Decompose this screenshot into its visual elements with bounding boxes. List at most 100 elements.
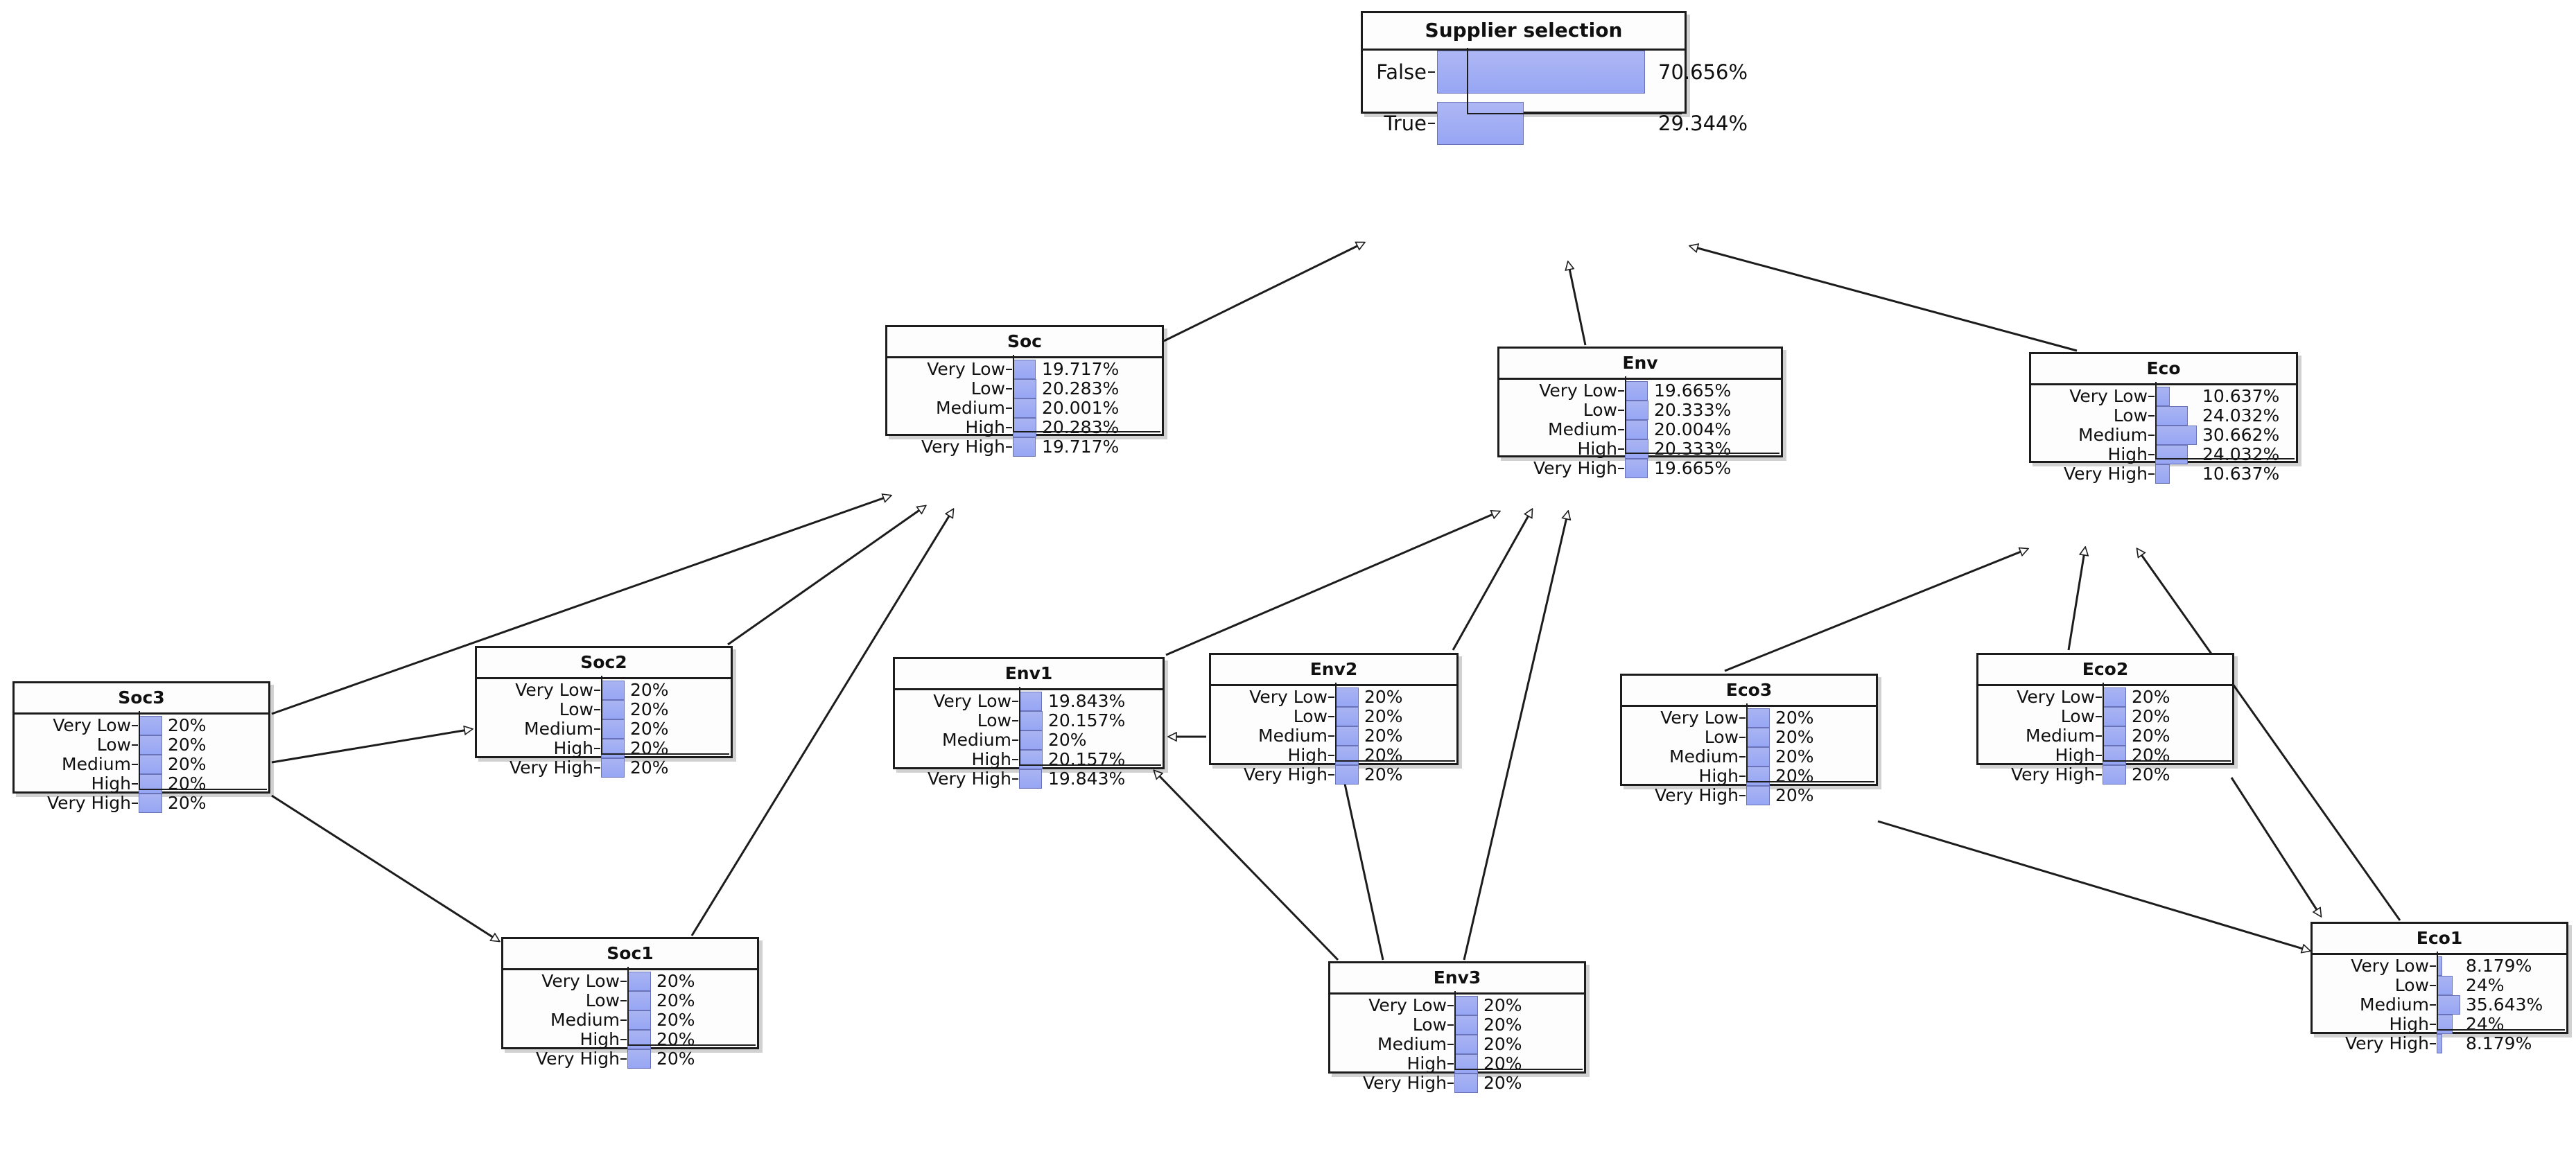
probability-bar [1013,399,1036,418]
probability-value: 20% [168,735,207,755]
axis-tick [1739,717,1746,719]
probability-value: 20% [1483,1053,1522,1074]
probability-bar [139,735,162,755]
probability-value: 20% [1483,1073,1522,1093]
probability-value: 20% [1775,766,1814,786]
bar-cell [1746,786,1771,805]
probability-value: 20% [2132,764,2170,785]
axis-tick [132,725,138,726]
probability-value: 20% [630,719,669,739]
bar-cell [1625,420,1650,439]
node-title-soc1: Soc1 [503,939,757,970]
state-label: Medium [2078,425,2148,445]
probability-value: 20% [1775,708,1814,728]
axis-tick [1739,737,1746,738]
probability-value: 20% [1775,785,1814,805]
probability-value: 20.333% [1654,400,1732,420]
state-label: Low [2060,706,2095,726]
state-label: High [91,773,131,794]
state-label: Low [1412,1015,1447,1035]
bar-cell [2155,387,2198,406]
state-label: Medium [1258,726,1328,746]
node-title-soc: Soc [887,327,1162,358]
bar-cell [1746,728,1771,747]
axis-tick [1006,369,1012,370]
state-label: High [1577,439,1617,459]
probability-value: 20% [2132,745,2170,765]
probability-bar [2437,995,2460,1015]
axis-tick [2096,716,2102,717]
axis-tick [620,1019,627,1021]
bar-cell [601,739,626,758]
state-label: High [1698,766,1739,786]
probability-bar [139,716,162,735]
node-title-eco1: Eco1 [2313,924,2566,955]
state-label: Very High [921,437,1005,457]
bar-cell [1625,459,1650,478]
state-label: Very High [1362,1073,1447,1093]
edge-eco-to-supplier [1690,246,2078,352]
state-label: High [971,749,1011,769]
probability-value: 24% [2466,1014,2505,1034]
probability-bar [1437,102,1524,145]
bar-cell [627,972,652,991]
probability-bar [2437,956,2442,976]
bar-cell [1335,688,1360,707]
probability-bar [601,681,625,700]
bar-cell [139,716,164,735]
probability-value: 10.637% [2202,386,2280,406]
edge-eco2-to-eco1 [2230,777,2321,916]
state-label: Low [1704,727,1739,747]
bar-cell [1454,1074,1479,1093]
probability-bar [1625,459,1648,478]
bar-cell [1335,765,1360,785]
probability-value: 20% [168,754,207,774]
probability-bar [2437,1015,2453,1034]
bar-cell [1013,437,1038,457]
bar-cell [2155,426,2198,445]
state-label: Very Low [933,691,1011,711]
state-label: Low [585,990,620,1010]
probability-value: 20% [630,738,669,758]
edge-env-to-supplier [1568,262,1587,346]
probability-bar [2103,726,2126,746]
probability-bar [2103,765,2126,785]
state-label: High [2055,745,2095,765]
probability-value: 20.283% [1042,417,1120,437]
axis-tick [2430,985,2436,986]
bar-cell [1019,769,1044,789]
node-title-soc3: Soc3 [15,683,268,715]
probability-bar [1335,707,1359,726]
edge-soc-to-supplier [1163,241,1364,342]
probability-bar [1013,379,1036,399]
probability-value: 20% [168,793,207,813]
probability-bar [1019,730,1043,750]
